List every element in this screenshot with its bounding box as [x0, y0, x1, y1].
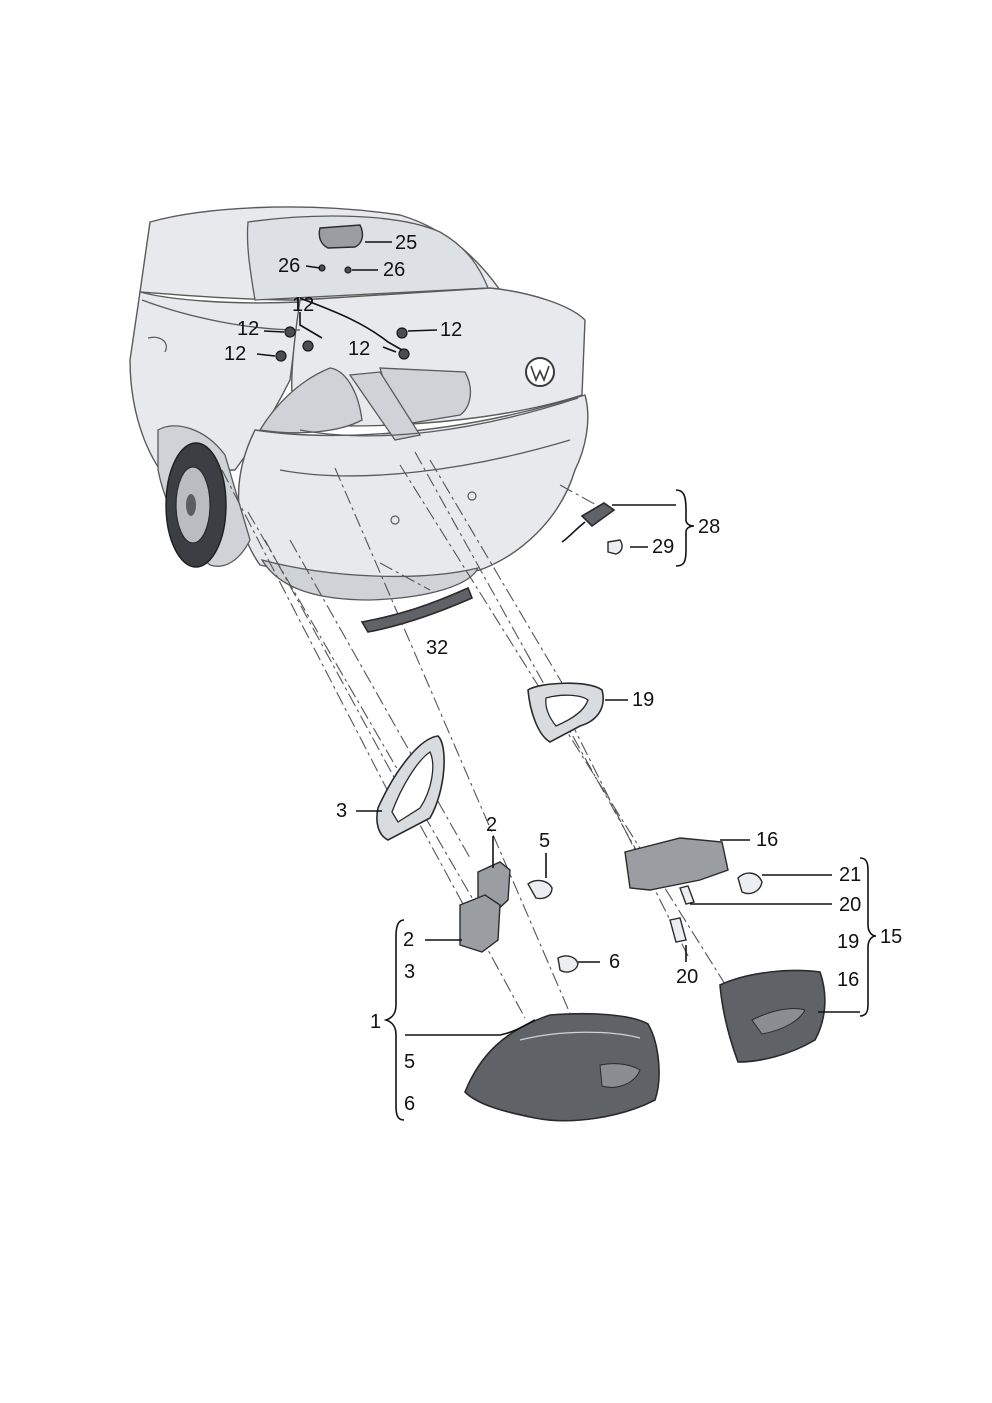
callout-19-list: 19: [837, 931, 859, 953]
callout-6-bulb: 6: [609, 951, 620, 973]
callout-1: 1: [370, 1011, 381, 1033]
callout-12-center: 12: [348, 338, 370, 360]
callout-26-right: 26: [383, 259, 405, 281]
callout-3-gasket: 3: [336, 800, 347, 822]
callout-16-carrier: 16: [756, 829, 778, 851]
callout-12-top: 12: [292, 294, 314, 316]
callout-20-lower: 20: [676, 966, 698, 988]
callout-5-top: 5: [539, 830, 550, 852]
callout-15: 15: [880, 926, 902, 948]
callout-2-top: 2: [486, 814, 497, 836]
callout-25: 25: [395, 232, 417, 254]
callout-6-list: 6: [404, 1093, 415, 1115]
callout-5-list: 5: [404, 1051, 415, 1073]
callout-20-right: 20: [839, 894, 861, 916]
car-rear-illustration: [129, 206, 589, 601]
callout-labels: 25 26 26 12 12 12 12 12 28 29 32 19 3 2 …: [224, 232, 902, 1115]
callout-28: 28: [698, 516, 720, 538]
callout-2-lower: 2: [403, 929, 414, 951]
callout-29: 29: [652, 536, 674, 558]
callout-12-left-upper: 12: [237, 318, 259, 340]
callout-12-right-upper: 12: [440, 319, 462, 341]
callout-16-list: 16: [837, 969, 859, 991]
leader-lines: [256, 241, 877, 1121]
callout-3-list: 3: [404, 961, 415, 983]
callout-19-gasket: 19: [632, 689, 654, 711]
callout-21: 21: [839, 864, 861, 886]
callout-32: 32: [426, 637, 448, 659]
parts: [360, 502, 826, 1122]
callout-12-left-lower: 12: [224, 343, 246, 365]
callout-26-left: 26: [278, 255, 300, 277]
